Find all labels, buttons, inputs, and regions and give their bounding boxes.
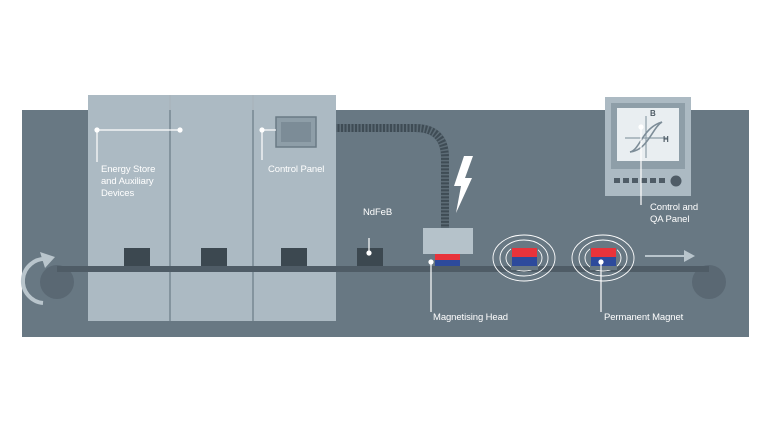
cabinet-1 [88,95,169,321]
magnet-north [512,248,537,257]
cable-pattern [336,124,449,228]
ndfeb-label: NdFeB [363,207,393,218]
ndfeb-block [124,248,150,266]
qa-panel [605,97,691,196]
ndfeb-block [281,248,307,266]
ndfeb-blocks [124,248,383,266]
magnet-north [591,248,616,257]
qa-panel-label: Control and QA Panel [650,202,699,225]
left-pulley [40,265,74,299]
magnetising-head-label: Magnetising Head [433,312,508,323]
qa-screen [617,108,679,161]
leader-lines [94,124,644,312]
graph-b-label: B [650,109,656,118]
qa-buttons [614,175,682,187]
magnet-south [512,257,537,266]
magnetising-head [423,228,473,266]
right-arrow-icon [645,250,695,262]
magnet-north [435,254,460,260]
ndfeb-block [201,248,227,266]
belt [57,266,709,272]
control-panel-screen [275,116,317,148]
hysteresis-loop-icon [625,116,668,158]
ndfeb-block [357,248,383,266]
graph-h-label: H [663,135,669,144]
energy-store-label: Energy Store and Auxiliary Devices [101,164,156,199]
control-panel-label: Control Panel [268,164,325,175]
right-pulley [692,265,726,299]
rotation-arrow-icon [20,252,55,305]
magnet-south [435,260,460,266]
conveyor-belt [40,265,726,299]
cabinet-2 [171,95,252,321]
lightning-bolt-icon [454,156,473,213]
permanent-magnet-label: Permanent Magnet [604,312,684,323]
magnetised-magnet-1 [492,234,556,282]
